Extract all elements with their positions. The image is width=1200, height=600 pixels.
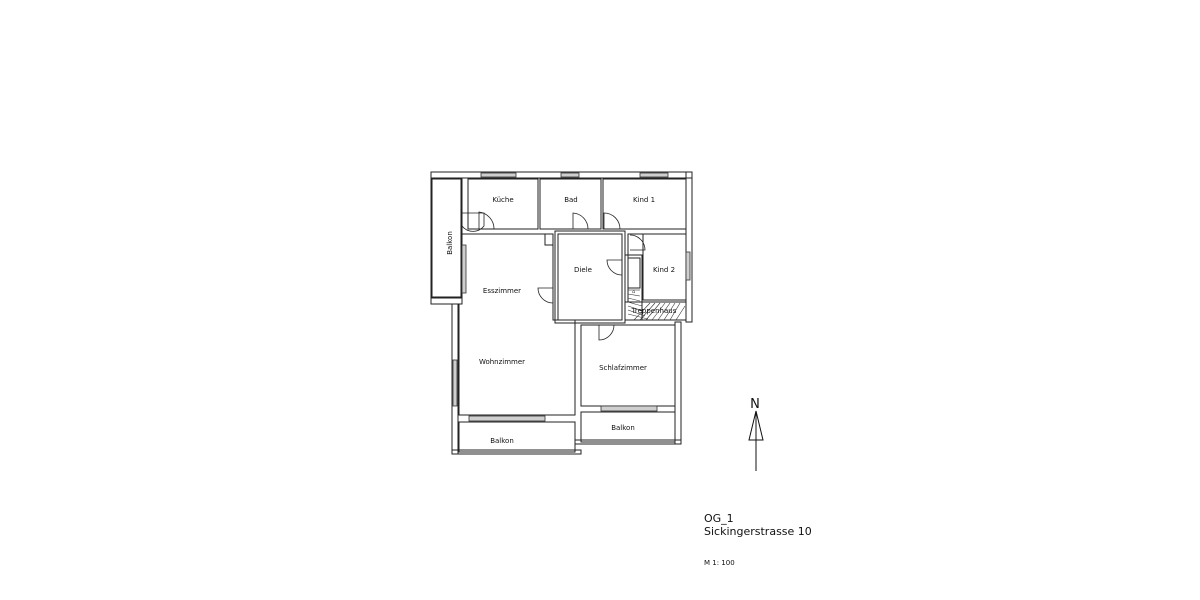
room-kind1 [602,178,687,230]
label-kueche: Küche [492,196,513,204]
label-balkon-sued-rechts: Balkon [611,424,635,432]
room-labels: Küche Bad Kind 1 Balkon Diele Kind 2 Ess… [446,196,677,445]
room-treppenhaus: ⌂ [624,254,687,321]
outer-walls [430,171,693,455]
svg-text:⌂: ⌂ [632,289,635,295]
floor-label: OG_1 [704,512,734,525]
label-balkon-sued-links: Balkon [490,437,514,445]
label-schlafzimmer: Schlafzimmer [599,364,647,372]
room-balkon-sued-rechts [580,411,676,443]
address-label: Sickingerstrasse 10 [704,525,812,538]
label-diele: Diele [574,266,592,274]
windows [452,172,691,422]
label-treppenhaus: Treppenhaus [631,307,677,315]
label-kind1: Kind 1 [633,196,655,204]
label-kind2: Kind 2 [653,266,675,274]
room-diele [554,230,626,324]
room-balkon-west [431,178,462,298]
doors [461,211,646,341]
room-kueche [467,178,539,230]
north-label: N [750,397,760,412]
room-balkon-sued-links [458,421,576,453]
label-bad: Bad [564,196,578,204]
scale-label: M 1: 100 [704,559,735,567]
label-esszimmer: Esszimmer [483,287,521,295]
label-wohnzimmer: Wohnzimmer [479,358,525,366]
north-arrow: N [748,397,764,471]
room-bad [539,178,602,230]
label-balkon-west: Balkon [446,231,454,255]
title-block: OG_1 Sickingerstrasse 10 M 1: 100 [704,512,812,567]
